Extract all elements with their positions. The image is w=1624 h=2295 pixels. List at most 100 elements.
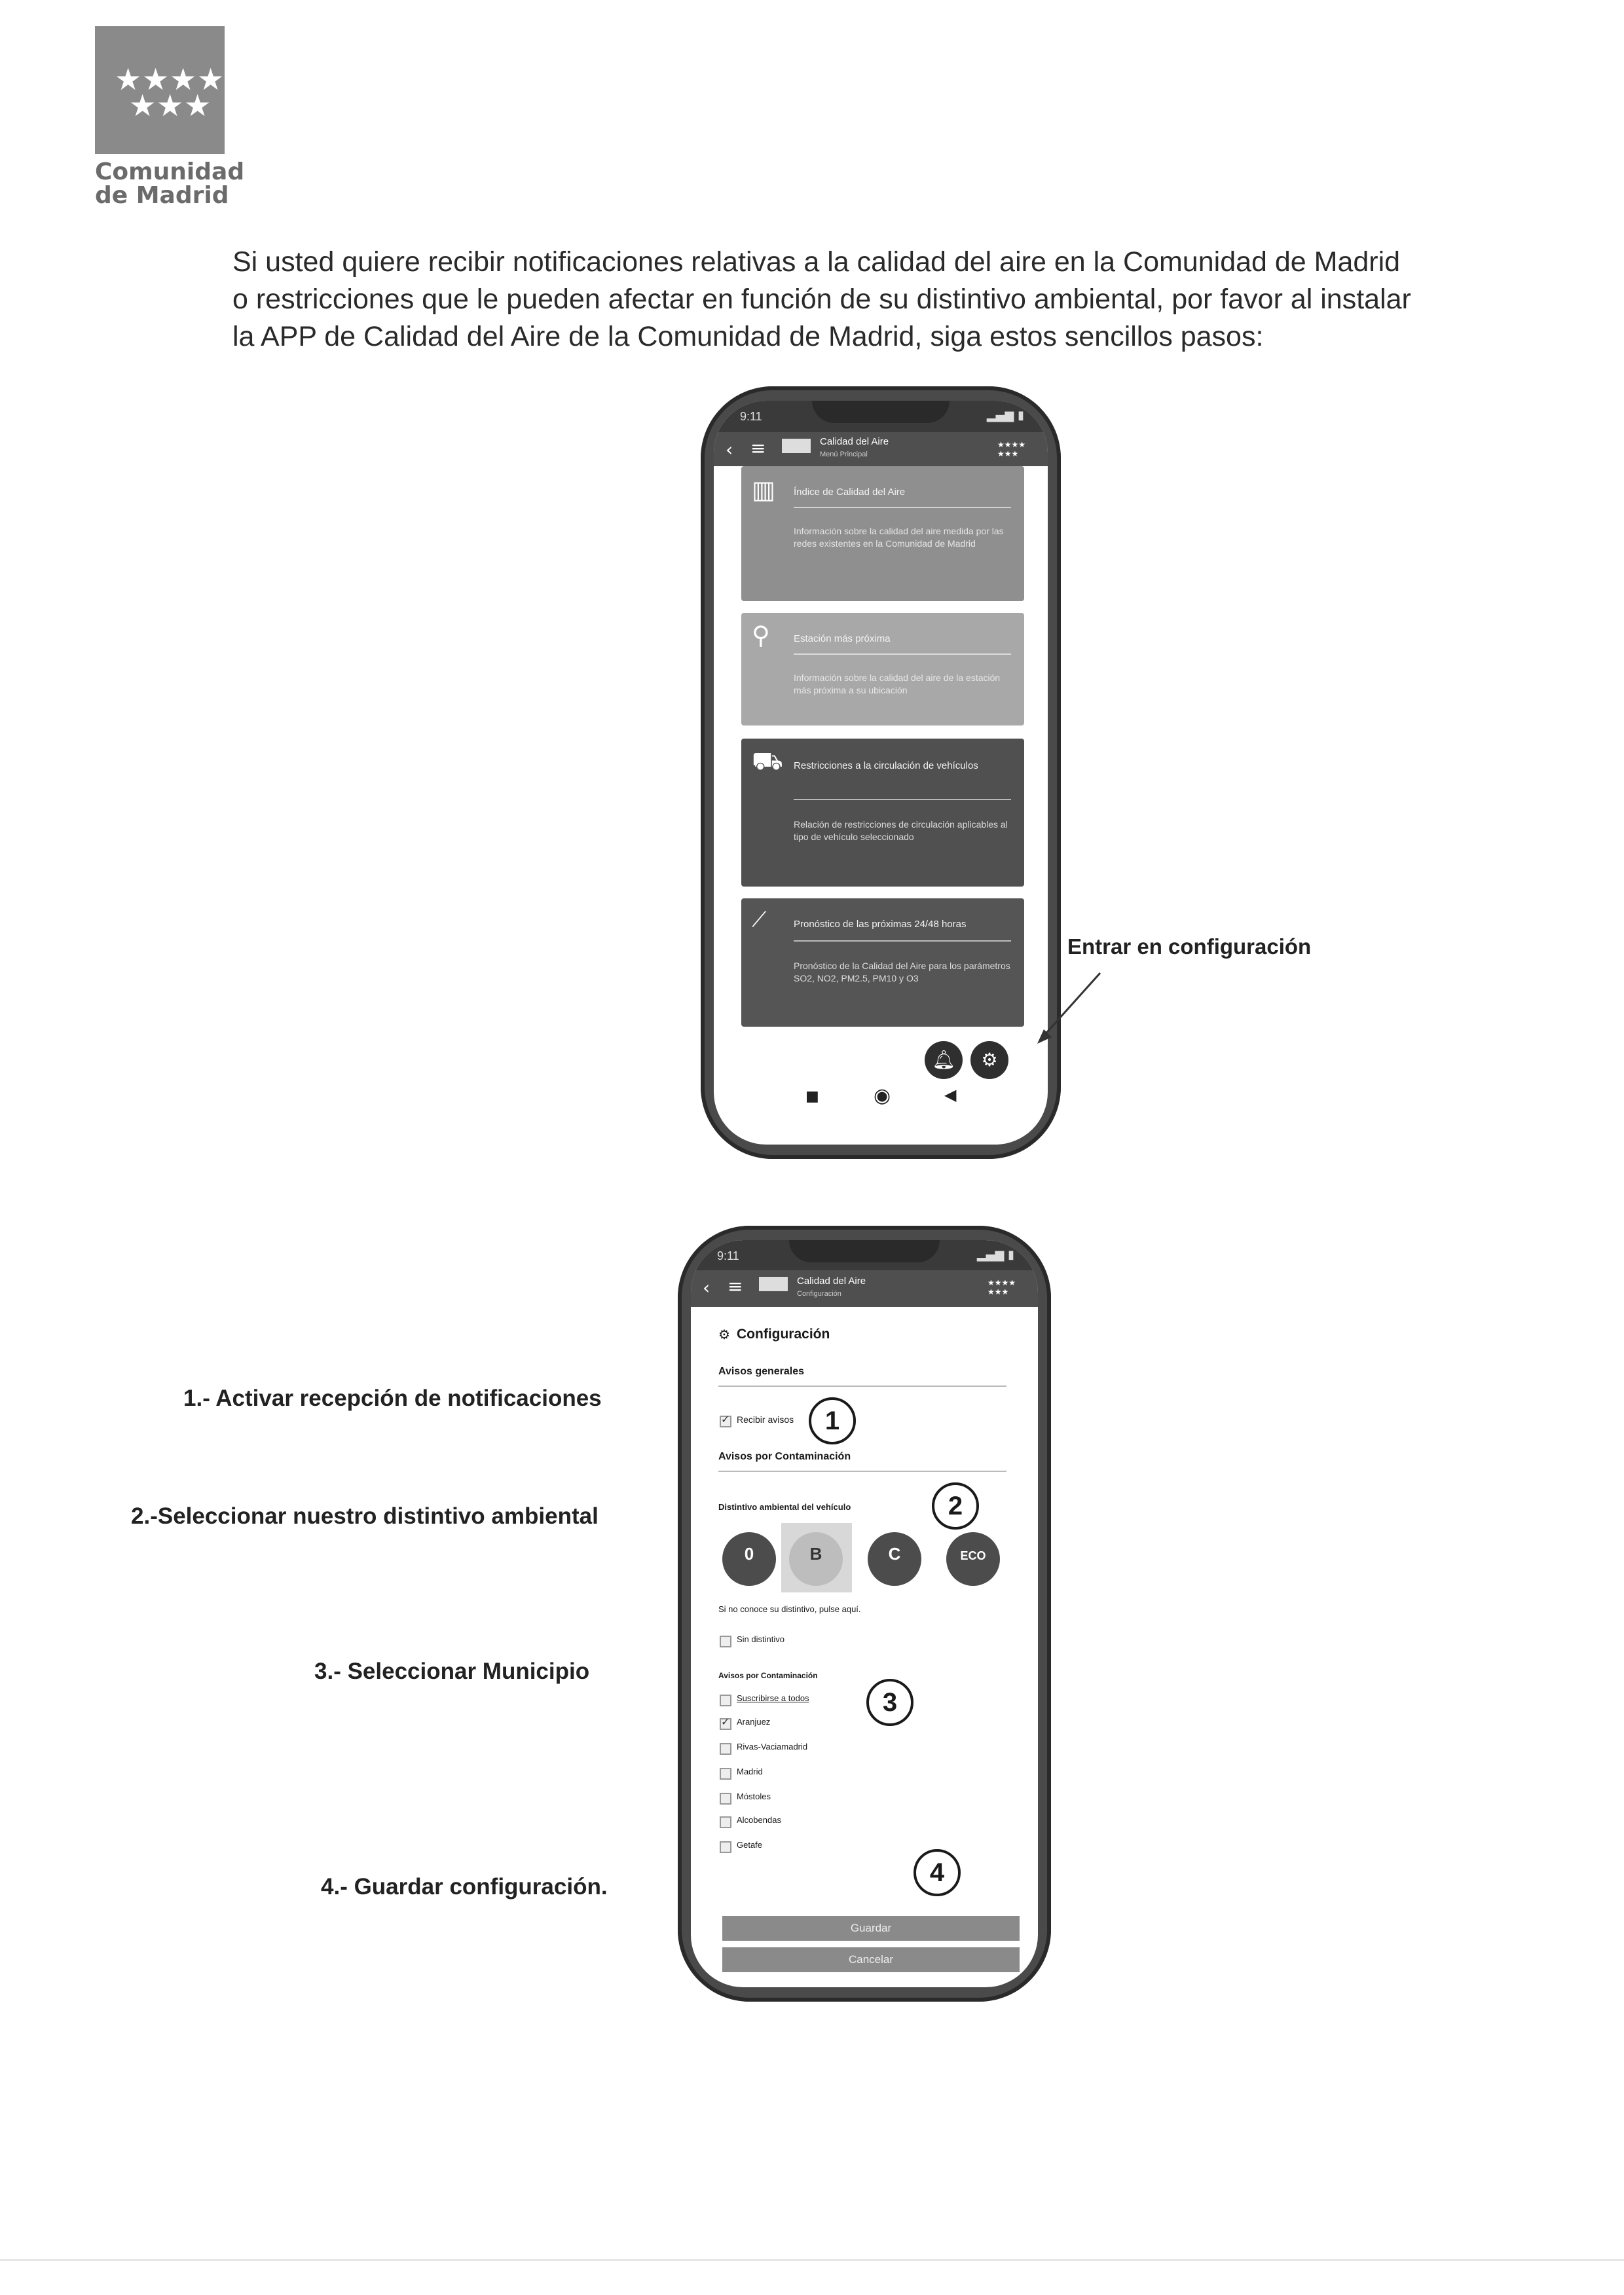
car-icon: ⛟ [752,746,783,775]
app-title: Calidad del Aire [797,1276,866,1287]
star-icon: ★ [142,62,170,97]
municipio-rivas-label: Rivas-Vaciamadrid [737,1742,808,1752]
phone-notch [789,1240,940,1262]
no-conoce-link[interactable]: Si no conoce su distintivo, pulse aquí. [718,1604,861,1614]
card-restricciones[interactable]: ⛟ Restricciones a la circulación de vehí… [741,739,1024,887]
municipio-mostoles-label: Móstoles [737,1791,771,1801]
step-badge-3: 3 [866,1679,913,1726]
chart-icon: ⟋ [752,907,767,932]
footer-line [0,2259,1624,2261]
distintivo-c-option[interactable]: C [868,1532,921,1586]
app-bar: ‹ ≡ Calidad del Aire Menú Principal ★★★★… [714,432,1048,466]
signal-icon: ▂▄▆ ▮ [986,409,1024,422]
municipio-madrid-label: Madrid [737,1767,763,1776]
distintivo-eco-option[interactable]: ECO [946,1532,1000,1586]
back-icon[interactable]: ‹ [703,1277,710,1298]
card-title: Restricciones a la circulación de vehícu… [794,760,978,771]
municipio-getafe-checkbox[interactable] [720,1841,731,1853]
municipio-alcobendas-checkbox[interactable] [720,1816,731,1828]
municipio-alcobendas-label: Alcobendas [737,1815,781,1825]
callout-arrow [1037,972,1101,1044]
sin-distintivo-label: Sin distintivo [737,1634,784,1644]
suscribirse-checkbox[interactable] [720,1695,731,1706]
status-time: 9:11 [717,1249,739,1262]
star-icon: ★ [170,62,197,97]
intro-paragraph: Si usted quiere recibir notificaciones r… [232,246,1411,352]
cancelar-button[interactable]: Cancelar [722,1947,1020,1972]
suscribirse-link[interactable]: Suscribirse a todos [737,1693,809,1703]
gear-icon: ⚙ [718,1327,730,1342]
star-icon: ★ [115,62,142,97]
card-divider [794,653,1011,655]
step-badge-4: 4 [913,1849,961,1896]
card-indice-calidad[interactable]: ▥ Índice de Calidad del Aire Información… [741,466,1024,601]
step-3-label: 3.- Seleccionar Municipio [314,1659,590,1684]
star-icon: ★ [197,62,225,97]
municipio-aranjuez-label: Aranjuez [737,1717,771,1727]
card-estacion-proxima[interactable]: ⚲ Estación más próxima Información sobre… [741,613,1024,725]
menu-icon[interactable]: ≡ [728,1276,743,1297]
logo-text: Comunidad de Madrid [95,160,265,208]
back-nav-icon[interactable]: ◀ [944,1086,957,1104]
municipio-aranjuez-checkbox[interactable] [720,1716,731,1730]
distintivo-label: Distintivo ambiental del vehículo [718,1502,851,1512]
card-title: Estación más próxima [794,633,891,644]
app-logo-icon [759,1277,788,1291]
logo-line-2: de Madrid [95,182,229,209]
card-divider [794,940,1011,942]
distintivo-0-option[interactable]: 0 [722,1532,776,1586]
app-subtitle: Menú Principal [820,450,868,458]
phone-screen: 9:11 ▂▄▆ ▮ ‹ ≡ Calidad del Aire Menú Pri… [714,401,1048,1145]
municipio-mostoles-checkbox[interactable] [720,1793,731,1805]
card-title: Índice de Calidad del Aire [794,487,906,498]
card-title: Pronóstico de las próximas 24/48 horas [794,919,967,930]
status-time: 9:11 [740,410,762,423]
logo-line-1: Comunidad [95,158,245,185]
avisos-contaminacion-label-2: Avisos por Contaminación [718,1671,818,1680]
distintivo-b-option[interactable]: B [789,1532,843,1586]
home-icon[interactable]: ◉ [874,1084,891,1107]
phone-configuration: 9:11 ▂▄▆ ▮ ‹ ≡ Calidad del Aire Configur… [678,1226,1051,2002]
app-logo-icon [782,439,811,453]
bell-icon: 🔔︎ [932,1049,955,1071]
avisos-generales-label: Avisos generales [718,1366,805,1377]
settings-button[interactable]: ⚙ [970,1041,1008,1079]
municipio-getafe-label: Getafe [737,1840,763,1850]
app-subtitle: Configuración [797,1290,841,1298]
step-2-label: 2.-Seleccionar nuestro distintivo ambien… [131,1503,599,1529]
signal-icon: ▂▄▆ ▮ [976,1248,1014,1262]
step-badge-1: 1 [809,1397,856,1444]
card-pronostico[interactable]: ⟋ Pronóstico de las próximas 24/48 horas… [741,898,1024,1027]
recibir-avisos-label: Recibir avisos [737,1414,794,1425]
region-stars-icon: ★★★★★★★ [987,1278,1016,1296]
sin-distintivo-checkbox[interactable] [720,1636,731,1647]
star-icon: ★ [184,88,212,123]
back-icon[interactable]: ‹ [726,439,733,460]
app-title: Calidad del Aire [820,436,889,447]
notifications-button[interactable]: 🔔︎ [925,1041,963,1079]
municipio-madrid-checkbox[interactable] [720,1768,731,1780]
card-divider [794,799,1011,800]
municipio-rivas-checkbox[interactable] [720,1743,731,1755]
region-stars-icon: ★★★★★★★ [997,440,1025,458]
config-title: Configuración [737,1327,830,1342]
callout-entrar-configuracion: Entrar en configuración [1067,934,1312,959]
recibir-avisos-checkbox[interactable] [720,1413,731,1427]
star-icon: ★ [129,88,157,123]
menu-icon[interactable]: ≡ [750,437,766,459]
gear-icon: ⚙ [981,1049,998,1071]
card-desc: Pronóstico de la Calidad del Aire para l… [794,961,1010,983]
recent-apps-icon[interactable]: ■ [805,1088,819,1105]
card-desc: Información sobre la calidad del aire de… [794,672,1001,695]
step-badge-2: 2 [932,1482,979,1530]
card-desc: Relación de restricciones de circulación… [794,819,1008,842]
divider [718,1386,1006,1387]
phone-main-menu: 9:11 ▂▄▆ ▮ ‹ ≡ Calidad del Aire Menú Pri… [701,386,1061,1159]
step-4-label: 4.- Guardar configuración. [321,1874,608,1900]
logo-emblem: ★ ★ ★ ★ ★ ★ ★ [95,26,225,154]
step-1-label: 1.- Activar recepción de notificaciones [183,1386,602,1411]
star-icon: ★ [157,88,184,123]
card-divider [794,507,1011,508]
guardar-button[interactable]: Guardar [722,1916,1020,1941]
divider [718,1471,1006,1472]
